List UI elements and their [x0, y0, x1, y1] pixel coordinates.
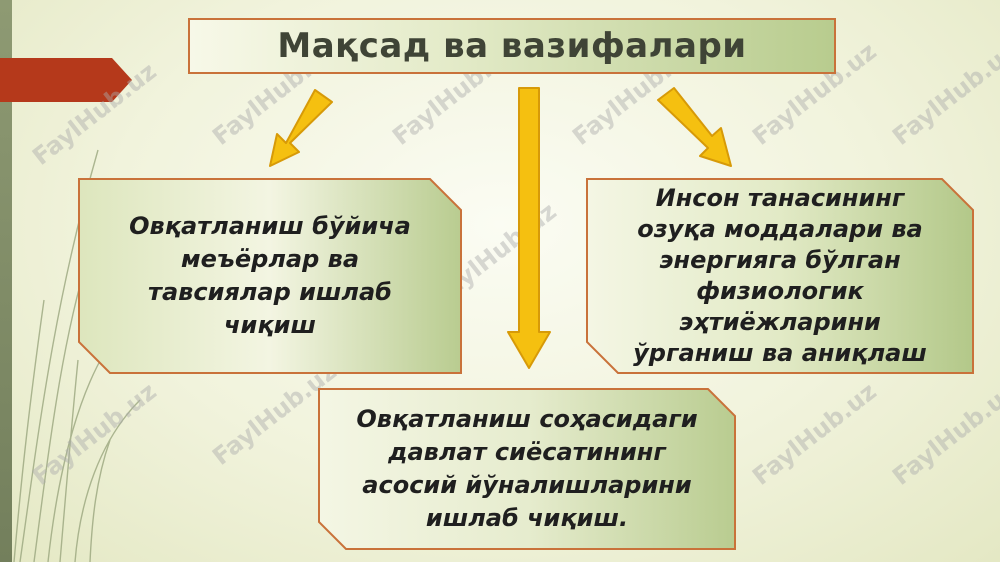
box-line: энергияга бўлган — [659, 246, 901, 274]
arrow-down-right-icon — [657, 87, 732, 167]
title-box: Мақсад ва вазифалари — [188, 18, 836, 74]
box-line: озуқа моддалари ва — [637, 215, 923, 243]
box-line: тавсиялар ишлаб — [148, 278, 392, 306]
diagram-title: Мақсад ва вазифалари — [277, 26, 747, 66]
box-line: чиқиш — [224, 311, 316, 339]
box-frame — [78, 178, 462, 374]
box-line: асосий йўналишларини — [362, 471, 692, 499]
box-frame — [586, 178, 974, 374]
box-line: эҳтиёжларини — [679, 308, 881, 336]
box-line: Овқатланиш соҳасидаги — [356, 405, 698, 433]
box-line: физиологик — [696, 277, 864, 305]
arrow-down-left-icon — [269, 89, 333, 167]
left-accent-strip — [0, 0, 12, 562]
box-line: меъёрлар ва — [180, 245, 360, 273]
arrow-down-center-icon — [507, 87, 551, 369]
task-box-needs: Инсон танасининг озуқа моддалари ва энер… — [586, 178, 974, 374]
task-box-norms: Овқатланиш бўйича меъёрлар ва тавсиялар … — [78, 178, 462, 374]
box-line: Инсон танасининг — [655, 184, 905, 212]
box-frame — [318, 388, 736, 550]
box-line: ишлаб чиқиш. — [425, 504, 629, 532]
box-line: Овқатланиш бўйича — [129, 212, 411, 240]
red-arrow-tab — [0, 58, 132, 102]
box-line: давлат сиёсатининг — [388, 438, 666, 466]
box-line: ўрганиш ва аниқлаш — [633, 339, 927, 367]
task-box-policy: Овқатланиш соҳасидаги давлат сиёсатининг… — [318, 388, 736, 550]
